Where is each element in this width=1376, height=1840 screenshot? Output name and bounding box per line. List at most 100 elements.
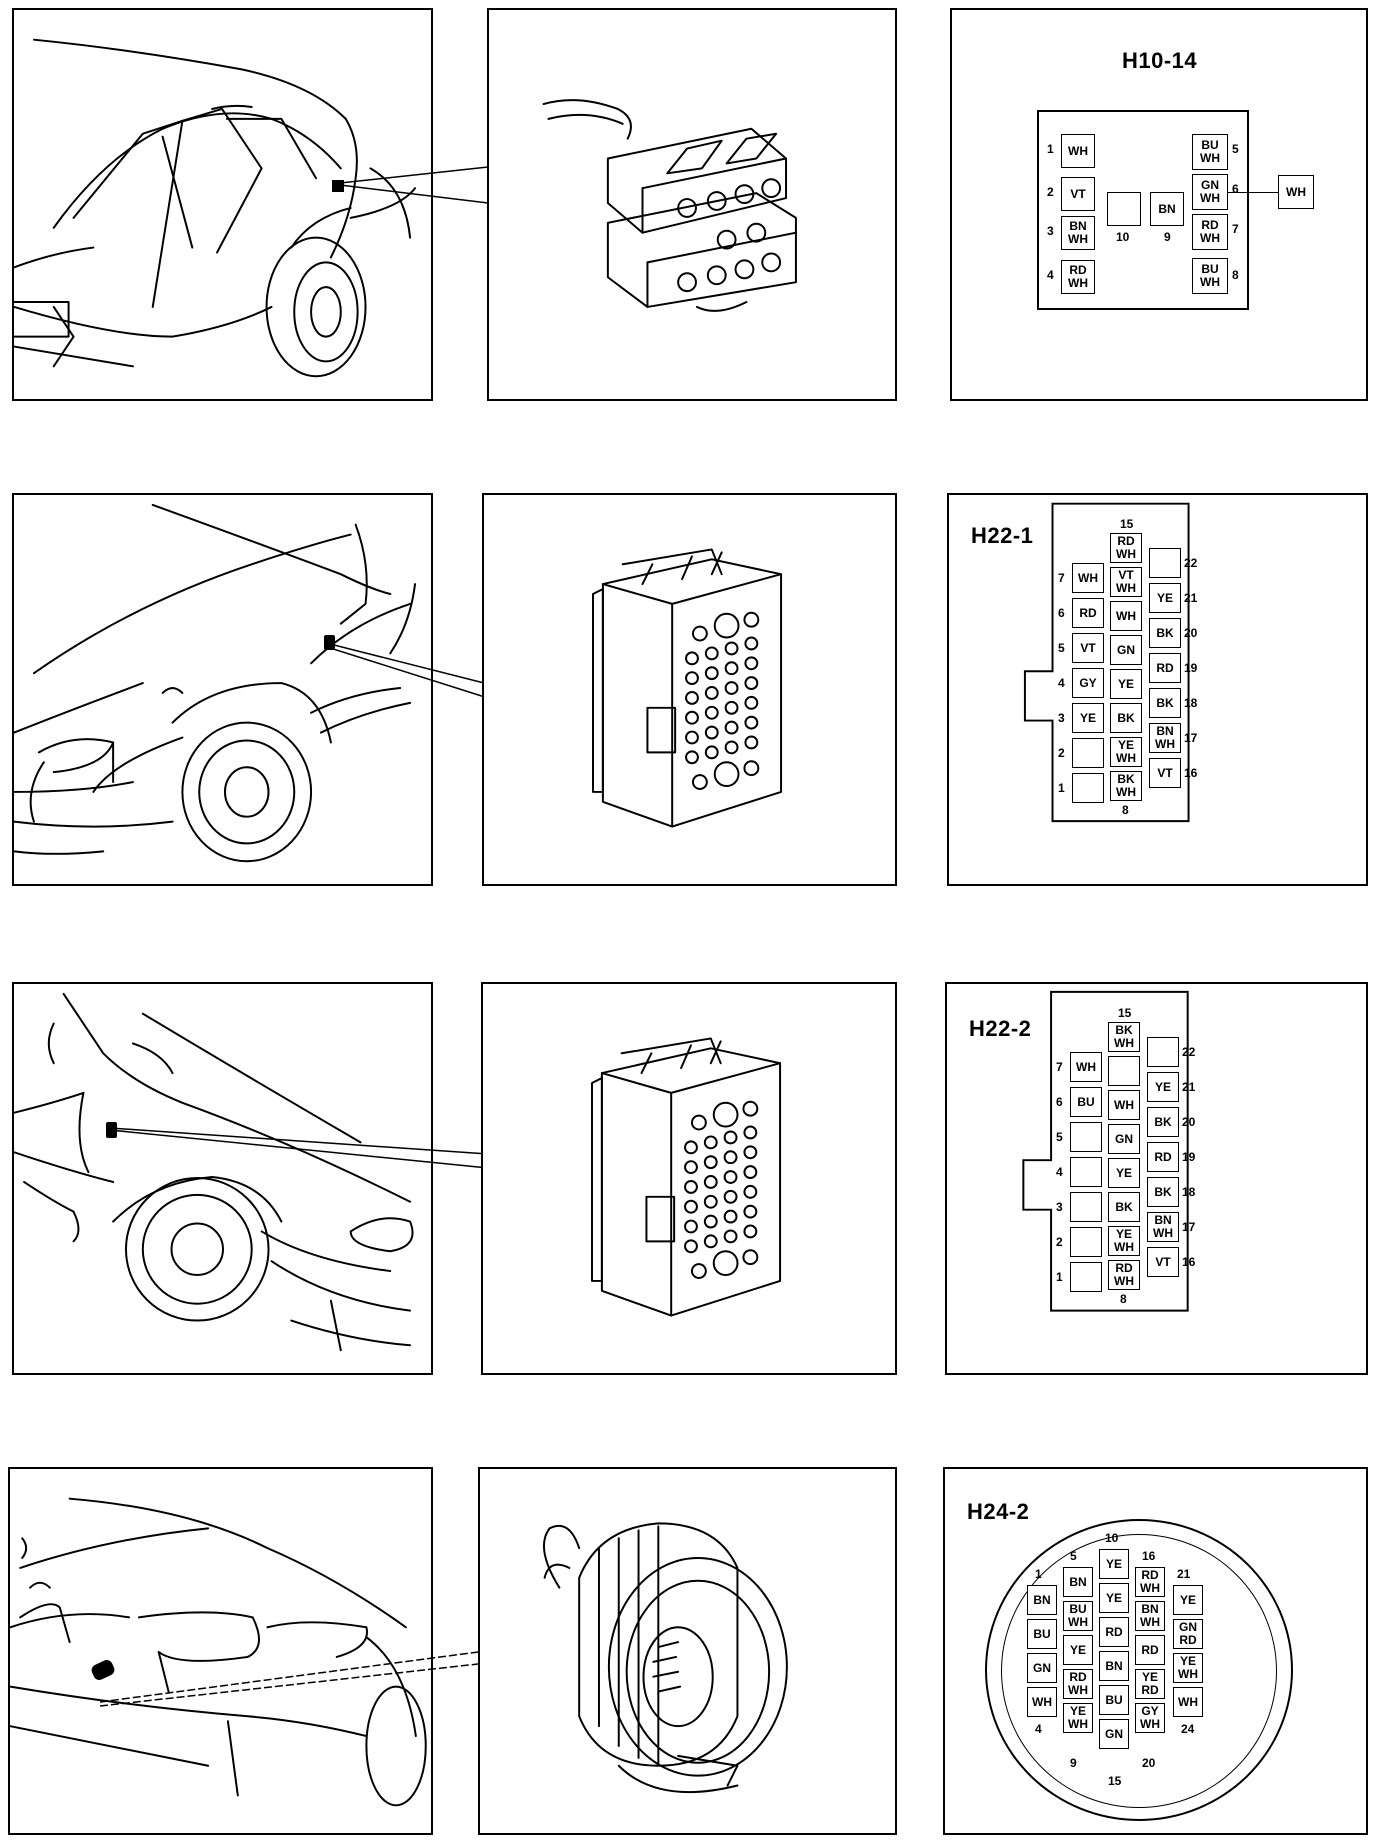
pin-number: 21 [1182,1080,1196,1094]
connector-h22-2-photo-panel [481,982,897,1375]
pin-number: 6 [1232,182,1239,196]
pin-number: 4 [1056,1165,1063,1179]
pin-11: YE [1110,669,1142,699]
pin-number: 5 [1056,1130,1063,1144]
connector-outline [1023,502,1190,823]
pin-number: 5 [1058,641,1065,655]
pin-number: 7 [1058,571,1065,585]
pin-number: 3 [1056,1200,1063,1214]
connector-illustration [542,99,797,312]
pin-7: WH [1072,563,1104,593]
pin-10: BK [1108,1192,1140,1222]
pin-number: 20 [1184,626,1198,640]
pin: RD [1099,1617,1129,1647]
car-rear-illustration [14,38,417,378]
pin-22 [1149,548,1181,578]
pin: YE [1173,1585,1203,1615]
car-rear-location-panel [12,8,433,401]
leader-line [100,1651,479,1707]
pin-18: BK [1149,688,1181,718]
pin-number: 15 [1118,1006,1132,1020]
pin-9: BN [1150,192,1184,226]
pin-13: WH [1110,601,1142,631]
pin-number: 4 [1047,268,1054,282]
pin-number: 3 [1047,224,1054,238]
pin-2 [1070,1227,1102,1257]
pin-number: 21 [1184,591,1198,605]
pin-19: RD [1149,653,1181,683]
external-wire-line [1228,192,1280,193]
pin-number: 4 [1058,676,1065,690]
pin-3: YE [1072,703,1104,733]
pin: YE [1063,1635,1093,1665]
pin-10: BK [1110,703,1142,733]
car-front-left-location-panel [12,493,433,886]
location-marker [324,635,335,650]
pin-number: 19 [1184,661,1198,675]
pin-4: GY [1072,668,1104,698]
pin-number: 10 [1105,1531,1119,1545]
connector-title: H22-1 [971,523,1034,548]
pin: WH [1027,1687,1057,1717]
pin-number: 21 [1177,1567,1191,1581]
pin-number: 17 [1182,1220,1196,1234]
pin-number: 1 [1058,781,1065,795]
pin-14 [1108,1056,1140,1086]
pin-22 [1147,1037,1179,1067]
pin-5: VT [1072,633,1104,663]
pin-11: YE [1108,1158,1140,1188]
pin: WH [1173,1687,1203,1717]
pin-5 [1070,1122,1102,1152]
pin-number: 1 [1056,1270,1063,1284]
leader-line [110,1127,489,1169]
car-front-illustration [14,992,414,1352]
connector-outline [1022,990,1189,1312]
leader-line [330,643,489,699]
pin-number: 9 [1164,230,1171,244]
pin-number: 15 [1120,517,1134,531]
pin-number: 5 [1232,142,1239,156]
circular-connector-face [985,1519,1293,1821]
pin-12: GN [1110,635,1142,665]
pin-16: VT [1149,758,1181,788]
pin-number: 16 [1184,766,1198,780]
pin: BN [1099,1651,1129,1681]
pin-1 [1072,773,1104,803]
connector-illustration [591,1037,782,1317]
pin-number: 6 [1058,606,1065,620]
pin-13: WH [1108,1090,1140,1120]
pin-number: 16 [1142,1549,1156,1563]
pin-number: 24 [1181,1722,1195,1736]
pin: GN [1099,1719,1129,1749]
pin-number: 8 [1122,803,1129,817]
pin-3 [1070,1192,1102,1222]
connector-h10-14-photo-panel [487,8,897,401]
pin-number: 10 [1116,230,1130,244]
pin-number: 19 [1182,1150,1196,1164]
pin-6: RD [1072,598,1104,628]
pin-number: 17 [1184,731,1198,745]
pin-1: WH [1061,134,1095,168]
circular-connector-inner [1001,1534,1277,1808]
pin-number: 7 [1056,1060,1063,1074]
pin-number: 18 [1182,1185,1196,1199]
pin: BN [1063,1567,1093,1597]
connector-title: H24-2 [967,1499,1030,1524]
leader-line [340,166,489,204]
pin: YE [1099,1583,1129,1613]
pin: GN [1027,1653,1057,1683]
